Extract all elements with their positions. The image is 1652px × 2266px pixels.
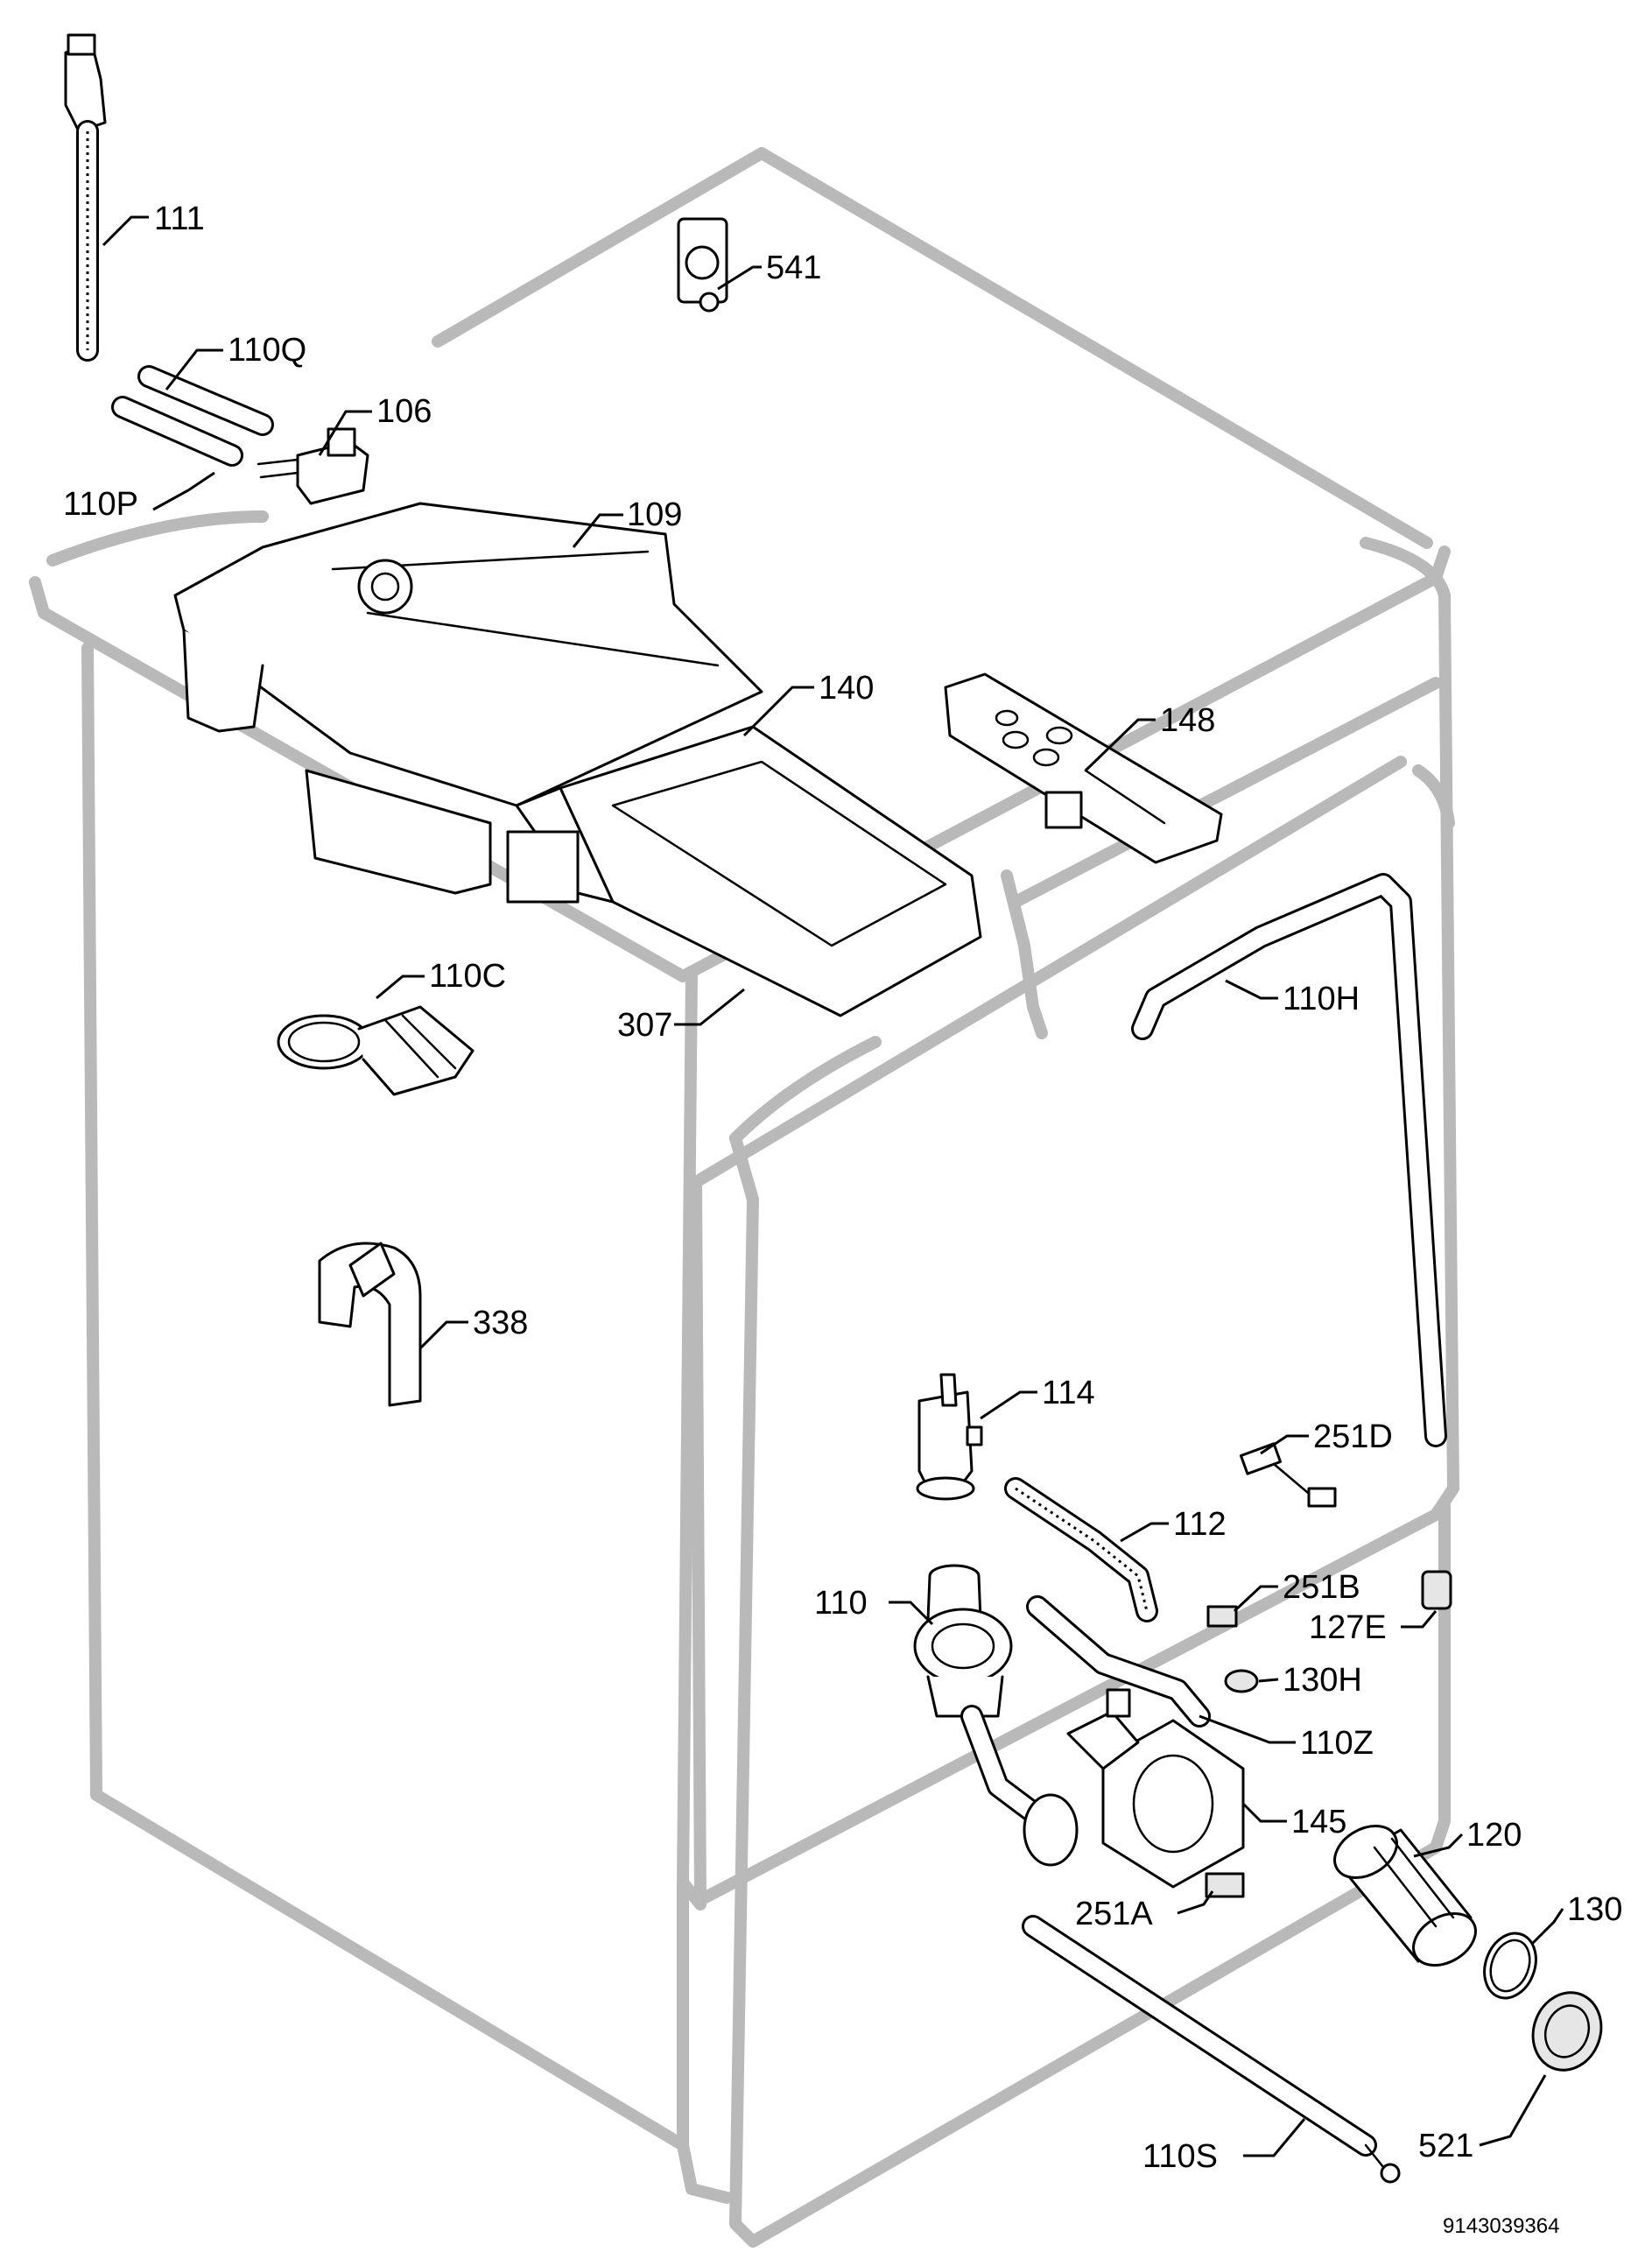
part-130H-grommet[interactable] (1224, 1669, 1259, 1693)
part-109-dispenser-housing[interactable] (173, 502, 763, 895)
label-127E: 127E (1309, 1609, 1387, 1646)
part-130-o-ring[interactable] (1476, 1926, 1545, 2006)
part-145-pump-housing[interactable] (1066, 1688, 1245, 1889)
label-110S: 110S (1142, 2138, 1218, 2175)
label-307: 307 (617, 1007, 672, 1044)
part-251B-clip[interactable] (1206, 1605, 1238, 1628)
label-110H: 110H (1283, 981, 1360, 1017)
label-106: 106 (376, 393, 432, 430)
part-110-sump-hose[interactable] (913, 1564, 1079, 1867)
part-112-corrugated-hose[interactable] (1004, 1477, 1158, 1622)
part-106-valve[interactable] (257, 427, 369, 505)
label-114: 114 (1042, 1375, 1095, 1411)
callout-labels: 111 110Q 106 110P 109 541 140 148 110C 3… (63, 201, 1622, 2238)
label-140: 140 (819, 670, 874, 707)
label-338: 338 (473, 1305, 528, 1341)
label-130: 130 (1567, 1891, 1622, 1928)
part-521-filter-cap[interactable] (1522, 1983, 1612, 2080)
label-148: 148 (1160, 702, 1215, 739)
label-109: 109 (627, 496, 682, 533)
part-110Q-tube[interactable] (137, 365, 274, 436)
leader-lines (102, 215, 1564, 2157)
part-148-drawer-handle[interactable] (944, 672, 1223, 864)
label-110: 110 (814, 1585, 868, 1622)
part-541-bracket[interactable] (677, 217, 728, 313)
part-338-hose-guide[interactable] (318, 1242, 422, 1407)
part-110H-hose[interactable] (1131, 873, 1447, 1447)
label-110C: 110C (429, 958, 506, 995)
cabinet-outline (29, 147, 1459, 2248)
label-112: 112 (1173, 1506, 1227, 1543)
label-110Q: 110Q (228, 332, 306, 369)
label-130H: 130H (1283, 1662, 1362, 1699)
part-110S-drain-tube[interactable] (1022, 1915, 1401, 2184)
label-251B: 251B (1283, 1569, 1360, 1606)
label-111: 111 (154, 201, 205, 237)
label-251A: 251A (1075, 1896, 1153, 1932)
part-251D-wiring[interactable] (1239, 1442, 1337, 1508)
part-110Z-hose[interactable] (1026, 1595, 1211, 1728)
part-110C-bellows[interactable] (277, 1005, 475, 1096)
label-541: 541 (766, 250, 821, 286)
label-110Z: 110Z (1300, 1725, 1374, 1762)
part-111-inlet-hose[interactable] (64, 33, 107, 362)
part-120-filter[interactable] (1325, 1815, 1485, 1975)
part-127E-seal[interactable] (1421, 1570, 1452, 1610)
label-145: 145 (1291, 1804, 1346, 1840)
part-114-chamber[interactable] (916, 1373, 983, 1501)
document-number: 9143039364 (1443, 2214, 1559, 2238)
label-110P: 110P (63, 486, 138, 523)
part-110P-tube[interactable] (111, 396, 243, 467)
label-120: 120 (1466, 1817, 1522, 1854)
label-521: 521 (1418, 2128, 1473, 2164)
label-251D: 251D (1313, 1418, 1393, 1455)
